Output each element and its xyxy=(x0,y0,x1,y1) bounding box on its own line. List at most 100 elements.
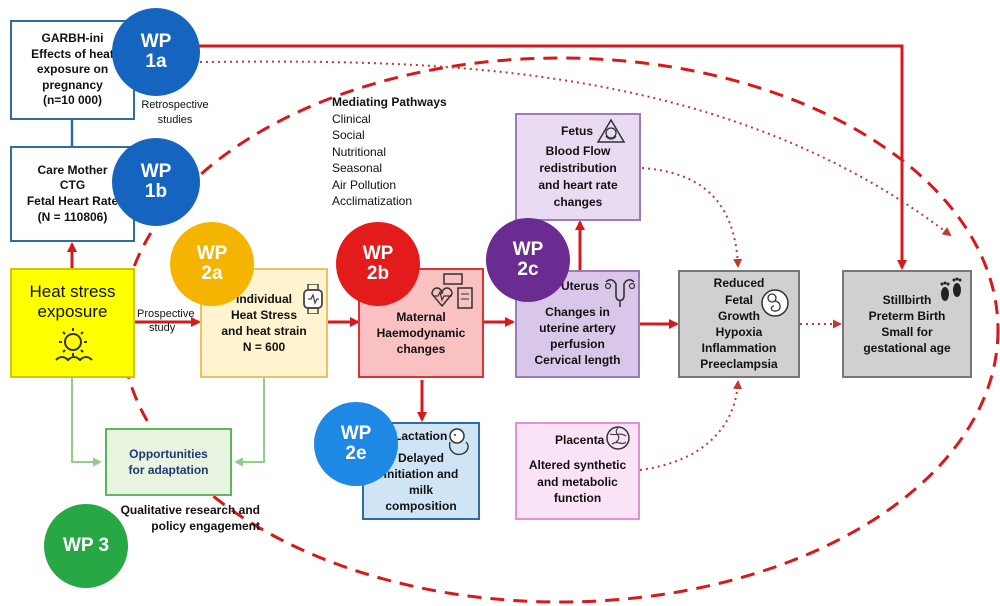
wp-2c-number: 2c xyxy=(517,259,539,280)
care-mother-line1: CTG xyxy=(59,178,86,193)
arrow-wp1a-outcomes xyxy=(198,44,907,270)
garbh-line4: (n=10 000) xyxy=(42,93,103,108)
garbh-line2: exposure on xyxy=(36,62,109,77)
mediating-item: Social xyxy=(332,128,365,142)
lactation-line3: milk xyxy=(408,483,433,497)
wp-2e-number: 2e xyxy=(345,443,367,464)
lactation-title: Lactation xyxy=(394,429,448,443)
prospective-line2: study xyxy=(149,321,176,334)
outcomes-line3: Small for xyxy=(881,325,933,339)
wp-3-label: WP 3 xyxy=(62,535,110,557)
mediating-item: Seasonal xyxy=(332,161,383,175)
fetus-icon xyxy=(761,289,789,317)
fetus-line1: Blood Flow xyxy=(545,144,611,159)
prospective-label: Prospective study xyxy=(137,308,194,336)
garbh-line1: Effects of heat xyxy=(31,46,114,61)
opportunities-box: Opportunities for adaptation xyxy=(105,428,232,496)
reduced-line1: Reduced xyxy=(713,276,765,291)
fetus-line2: redistribution xyxy=(539,161,617,176)
wp-2a-number: 2a xyxy=(201,263,223,284)
wp-1a-number: 1a xyxy=(145,51,167,72)
wp-3-badge: WP 3 xyxy=(44,504,128,588)
heat-stress-line2: exposure xyxy=(37,302,108,321)
retrospective-line2: studies xyxy=(157,114,193,127)
dotted-fetus-reduced xyxy=(641,167,743,268)
reduced-line5: Inflammation xyxy=(701,341,777,356)
reduced-line3: Growth xyxy=(718,308,760,323)
uterus-line4: Cervical length xyxy=(534,353,621,368)
heat-sun-icon xyxy=(54,328,93,362)
placenta-line3: function xyxy=(553,491,602,506)
outcomes-line4: gestational age xyxy=(863,341,951,356)
baby-icon xyxy=(448,428,469,456)
wp-2b-number: 2b xyxy=(366,263,390,284)
fetus-box: Fetus Blood Flow redistribution and hear… xyxy=(515,113,641,221)
mediating-pathways: Mediating Pathways Clinical Social Nutri… xyxy=(332,94,447,210)
uterus-title: Uterus xyxy=(561,279,600,293)
qualitative-label: Qualitative research and policy engageme… xyxy=(110,502,260,534)
outcomes-line2: Preterm Birth xyxy=(868,308,946,323)
maternal-line2: Haemodynamic xyxy=(376,325,466,340)
mediating-item: Acclimatization xyxy=(332,194,413,208)
outcomes-box: Stillbirth Preterm Birth Small for gesta… xyxy=(842,270,972,378)
fetus-line3: and heart rate xyxy=(538,178,618,192)
wp-2c-label: WP xyxy=(512,239,544,261)
wp-2c-badge: WP 2c xyxy=(486,218,570,302)
fetus-title: Fetus xyxy=(561,124,594,138)
wp-2b-badge: WP 2b xyxy=(336,222,420,306)
arrow-individual-opportunities xyxy=(234,378,265,467)
smartwatch-icon xyxy=(303,284,323,314)
placenta-icon xyxy=(606,426,630,450)
individual-box: Individual Heat Stress and heat strain N… xyxy=(200,268,328,378)
wp-1b-badge: WP 1b xyxy=(112,138,200,226)
wp-1a-badge: WP 1a xyxy=(112,8,200,96)
reduced-line6: Preeclampsia xyxy=(700,357,778,372)
uterus-line3: perfusion xyxy=(550,337,605,351)
uterus-box: Uterus Changes in uterine artery perfusi… xyxy=(515,270,640,378)
lactation-line2: initiation and xyxy=(383,466,459,481)
care-mother-line3: (N = 110806) xyxy=(37,209,108,224)
opportunities-line1: Opportunities xyxy=(129,446,208,461)
individual-line4: N = 600 xyxy=(242,340,286,355)
outcomes-line1: Stillbirth xyxy=(882,292,932,307)
fetus-line4: changes xyxy=(553,194,603,209)
opportunities-line2: for adaptation xyxy=(128,463,209,477)
maternal-line1: Maternal xyxy=(396,309,446,324)
arrow-heat-opportunities xyxy=(71,378,102,467)
maternal-line3: changes xyxy=(396,342,446,357)
placenta-line2: and metabolic xyxy=(537,474,618,489)
garbh-line3: pregnancy xyxy=(42,77,103,92)
mediating-title: Mediating Pathways xyxy=(332,95,447,109)
uterus-line2: uterine artery xyxy=(539,320,616,335)
individual-line1: Individual xyxy=(235,291,292,306)
individual-line3: and heat strain xyxy=(221,324,307,338)
lactation-line4: composition xyxy=(385,499,457,514)
mediating-item: Clinical xyxy=(332,111,371,126)
heat-stress-box: Heat stress exposure xyxy=(10,268,135,378)
garbh-title: GARBH-ini xyxy=(41,31,104,46)
lactation-line1: Delayed xyxy=(397,450,445,465)
care-mother-line2: Fetal Heart Rate xyxy=(26,194,119,208)
reduced-line4: Hypoxia xyxy=(715,325,763,339)
reduced-line2: Fetal xyxy=(724,292,753,307)
dotted-link-wp1a-outcomes xyxy=(199,60,952,237)
heat-stress-line1: Heat stress xyxy=(29,282,116,301)
qualitative-line2: policy engagement xyxy=(151,519,260,534)
reduced-box: Reduced Fetal Growth Hypoxia Inflammatio… xyxy=(678,270,800,378)
wp-2a-label: WP xyxy=(196,243,228,265)
placenta-line1: Altered synthetic xyxy=(528,457,627,472)
prospective-line1: Prospective xyxy=(137,308,195,320)
qualitative-line1: Qualitative research and xyxy=(120,503,260,517)
wp-1b-number: 1b xyxy=(144,181,168,202)
wp-2b-label: WP xyxy=(362,243,394,265)
wp-2e-label: WP xyxy=(340,423,372,445)
retrospective-line1: Retrospective xyxy=(141,99,209,111)
mediating-item: Nutritional xyxy=(332,144,387,159)
mediating-item: Air Pollution xyxy=(332,177,397,192)
uterus-line1: Changes in xyxy=(545,304,610,319)
retrospective-label: Retrospective studies xyxy=(135,98,215,129)
ultrasound-fetus-icon xyxy=(596,118,626,143)
wp-2a-badge: WP 2a xyxy=(170,222,254,306)
